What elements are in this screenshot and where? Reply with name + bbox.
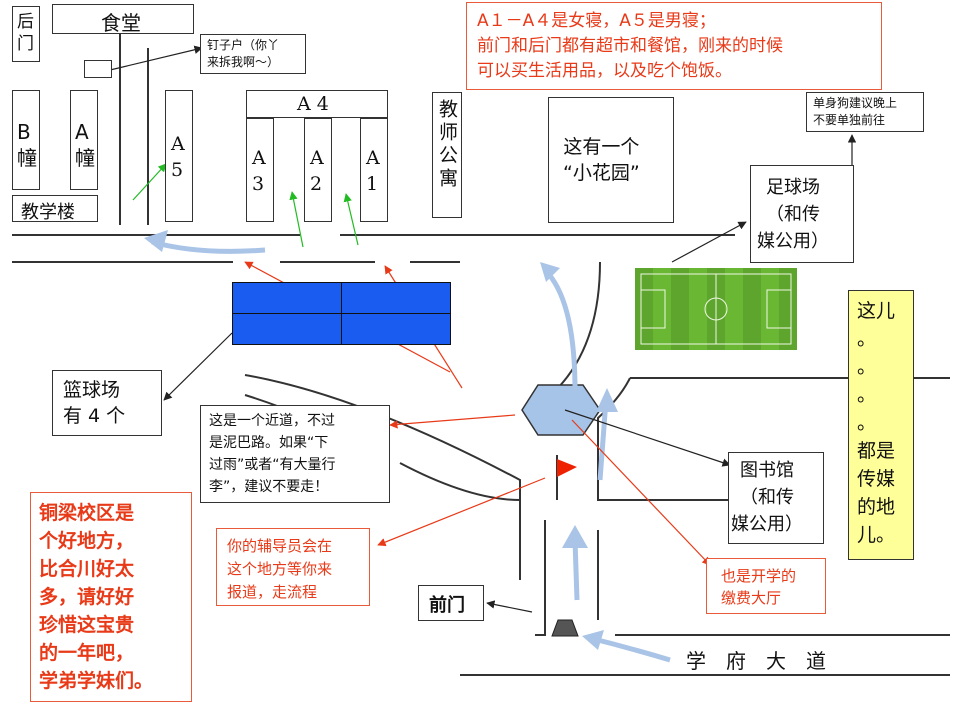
tongliang-note: 铜梁校区是 个好地方， 比合川好太 多，请好好 珍惜这宝贵 的一年吧， 学弟学妹… xyxy=(30,492,192,702)
pointer-library xyxy=(564,409,731,467)
a5-label: A 5 xyxy=(171,133,185,181)
basketball-court-2 xyxy=(341,282,451,314)
single-dog-note: 单身狗建议晚上 不要单独前往 xyxy=(806,92,924,132)
library-hexagon xyxy=(521,384,601,436)
front-gate-box: 前门 xyxy=(418,585,484,621)
canteen-building: 食堂 xyxy=(52,4,194,35)
a4-label: A 4 xyxy=(297,93,329,115)
canteen-label: 食堂 xyxy=(101,11,141,35)
gate-marker-icon xyxy=(551,619,579,637)
teaching-building-label: 教学楼 xyxy=(21,202,75,223)
basketball-court-3 xyxy=(232,313,342,345)
media-area-note-text: 这儿 。 。 。 。 都是 传媒 的地 儿。 xyxy=(857,300,896,546)
basketball-label: 篮球场 有 4 个 xyxy=(63,379,126,427)
back-gate-label: 后 门 xyxy=(17,12,34,54)
flow-arrow-avenue xyxy=(589,635,671,663)
a-dorm-building: A 幢 xyxy=(70,90,98,190)
nail-house-note-text: 钉子户（你丫 来拆我啊～） xyxy=(207,38,280,69)
a5-building: A 5 xyxy=(165,90,193,222)
a2-label: A 2 xyxy=(310,147,324,195)
library-label: 图书馆 （和传 媒公用） xyxy=(731,460,803,535)
flow-arrow-north xyxy=(543,268,578,391)
football-field-label: 足球场 （和传 媒公用） xyxy=(757,177,829,252)
basketball-label-box: 篮球场 有 4 个 xyxy=(52,370,162,436)
teacher-apartment-building: 教师公寓 xyxy=(432,92,462,218)
a3-building: A 3 xyxy=(246,118,274,222)
back-gate-building: 后 门 xyxy=(12,6,40,62)
garden-box: 这有一个 “小花园” xyxy=(548,97,674,223)
road-name-label: 学 府 大 道 xyxy=(686,649,826,673)
dorm-info-note-text: A１－A４是女寝，A５是男寝； 前门和后门都有超市和餐馆，刚来的时候 可以买生活… xyxy=(477,11,783,81)
road-curve-left xyxy=(555,261,601,405)
football-field-box: 足球场 （和传 媒公用） xyxy=(750,165,854,263)
nail-house-building xyxy=(84,60,112,78)
pointer-nail-house xyxy=(109,45,203,71)
a1-building: A 1 xyxy=(360,118,388,222)
road-curve-right xyxy=(597,377,735,501)
a1-label: A 1 xyxy=(366,147,380,195)
nail-house-note: 钉子户（你丫 来拆我啊～） xyxy=(200,34,306,74)
road-network xyxy=(12,30,950,676)
shortcut-note-text: 这是一个近道，不过 是泥巴路。如果“下 过雨”或者“有大量行 李”，建议不要走！ xyxy=(209,413,336,495)
shortcut-note: 这是一个近道，不过 是泥巴路。如果“下 过雨”或者“有大量行 李”，建议不要走！ xyxy=(200,405,390,503)
counselor-note-text: 你的辅导员会在 这个地方等你来 报道，走流程 xyxy=(227,537,333,601)
a-dorm-label: A 幢 xyxy=(75,120,95,170)
library-box: 图书馆 （和传 媒公用） xyxy=(728,452,824,544)
tongliang-note-text: 铜梁校区是 个好地方， 比合川好太 多，请好好 珍惜这宝贵 的一年吧， 学弟学妹… xyxy=(39,502,154,692)
single-dog-note-text: 单身狗建议晚上 不要单独前往 xyxy=(813,96,898,127)
flow-arrow-library xyxy=(597,399,609,481)
payment-hall-note: 也是开学的 缴费大厅 xyxy=(706,558,826,614)
a2-building: A 2 xyxy=(304,118,332,222)
road-shortcut-c xyxy=(399,462,521,580)
basketball-court-1 xyxy=(232,282,342,314)
garden-label: 这有一个 “小花园” xyxy=(563,136,640,184)
pointer-front-gate xyxy=(486,600,533,613)
flow-arrow-up xyxy=(572,539,580,601)
counselor-note: 你的辅导员会在 这个地方等你来 报道，走流程 xyxy=(216,528,370,606)
payment-hall-note-text: 也是开学的 缴费大厅 xyxy=(721,567,797,607)
red-pointer-counselor xyxy=(377,477,546,547)
flag-icon xyxy=(557,459,577,477)
basketball-court-4 xyxy=(341,313,451,345)
green-arrow-a2 xyxy=(289,191,304,248)
media-area-note: 这儿 。 。 。 。 都是 传媒 的地 儿。 xyxy=(848,290,914,560)
pointer-basketball xyxy=(163,332,233,401)
green-arrow-a1 xyxy=(343,193,359,246)
dorm-info-note: A１－A４是女寝，A５是男寝； 前门和后门都有超市和餐馆，刚来的时候 可以买生活… xyxy=(466,2,882,90)
green-arrow-a5 xyxy=(132,163,167,201)
a3-label: A 3 xyxy=(252,147,266,195)
green-arrows xyxy=(132,163,359,248)
pointer-football xyxy=(671,221,747,263)
b-dorm-building: B 幢 xyxy=(12,90,40,190)
red-pointer-shortcut xyxy=(389,414,516,429)
teacher-apartment-label: 教师公寓 xyxy=(436,99,458,191)
flow-arrow-west xyxy=(151,239,266,254)
flow-arrow-heads xyxy=(144,230,618,650)
road-front-left xyxy=(535,520,546,636)
football-field-graphic xyxy=(635,268,797,350)
teaching-building: 教学楼 xyxy=(12,195,98,223)
a4-building: A 4 xyxy=(246,90,388,118)
b-dorm-label: B 幢 xyxy=(17,120,37,170)
front-gate-label: 前门 xyxy=(429,595,465,616)
red-pointer-payment xyxy=(571,419,711,566)
